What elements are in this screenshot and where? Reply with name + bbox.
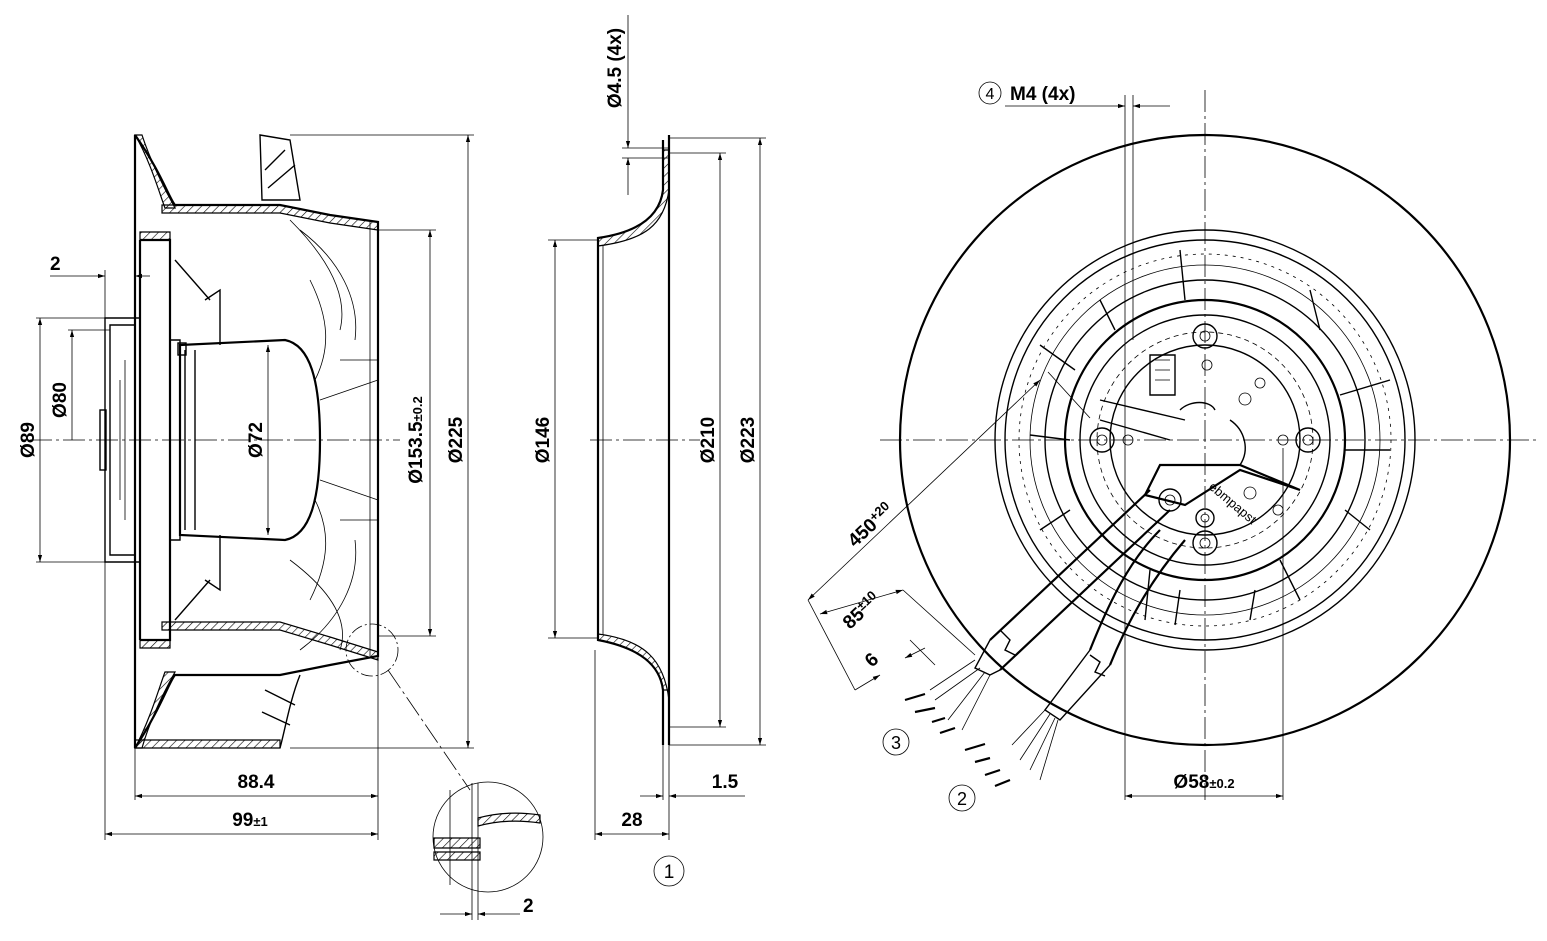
inlet-ring-dimensions: Ø4.5 (4x) Ø146 Ø210 Ø223 1.5 28 1: [533, 15, 766, 887]
callout-4: 4: [986, 86, 995, 103]
dim-d58: Ø58±0.2: [1173, 772, 1234, 793]
dim-d72: Ø72: [246, 422, 267, 458]
callout-1: 1: [664, 862, 675, 883]
impeller-blades: [1029, 249, 1391, 626]
inlet-ring-view: [590, 135, 700, 745]
dim-d223: Ø223: [738, 417, 759, 463]
dim-d225: Ø225: [446, 416, 467, 463]
dim-6: 6: [861, 649, 883, 672]
front-view: ebmpapst: [880, 90, 1540, 800]
dim-d45: Ø4.5 (4x): [605, 28, 626, 108]
dim-99: 99±1: [232, 810, 268, 831]
dim-detail2: 2: [523, 896, 534, 917]
callout-2: 2: [957, 789, 967, 809]
dim-15: 1.5: [712, 772, 739, 793]
side-view: [30, 134, 471, 791]
dim-450: 450+20: [843, 498, 898, 551]
detail-view: 2: [432, 781, 544, 920]
dim-28: 28: [621, 810, 642, 831]
dim-d210: Ø210: [698, 417, 719, 463]
side-view-dimensions: Ø89 Ø80 Ø72 Ø153.5±0.2 Ø225 2 88.4 99±1: [18, 134, 474, 840]
dim-884: 88.4: [238, 772, 275, 793]
dim-85: 85±10: [838, 588, 885, 634]
dim-d80: Ø80: [50, 382, 71, 418]
dim-gap2: 2: [50, 254, 61, 275]
dim-d153: Ø153.5±0.2: [406, 396, 427, 484]
dim-m4: M4 (4x): [1010, 84, 1075, 105]
cable-assembly: [904, 463, 1301, 788]
dim-d146: Ø146: [533, 417, 554, 463]
callout-3: 3: [891, 733, 901, 753]
dim-d89: Ø89: [18, 422, 39, 458]
